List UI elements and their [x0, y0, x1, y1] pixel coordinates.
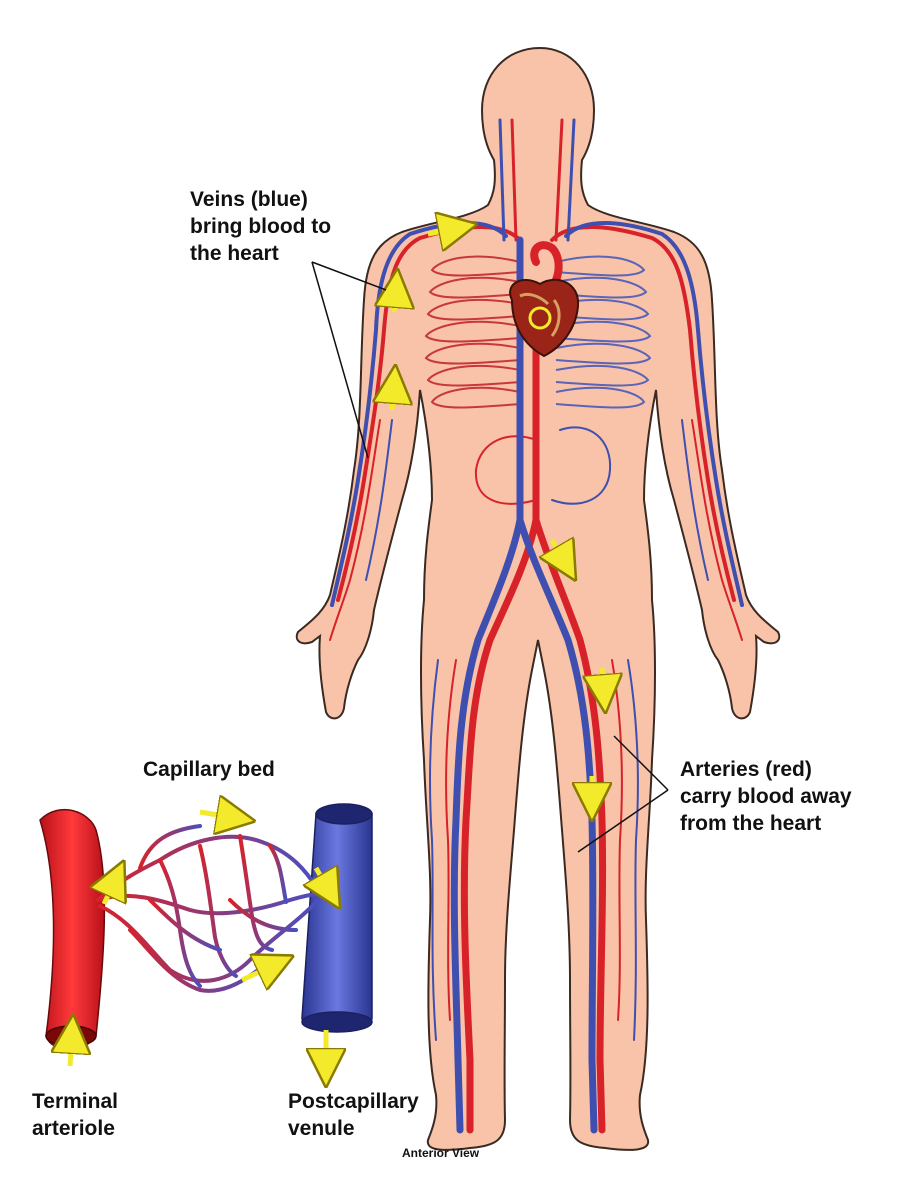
terminal-arteriole-label: Terminal arteriole — [32, 1088, 118, 1142]
arteries-leader-upper — [613, 735, 669, 791]
venule-top-opening — [315, 803, 373, 825]
capillary-network — [96, 824, 320, 993]
veins — [330, 118, 744, 1134]
heart-shape — [509, 278, 580, 358]
veins-leader-upper — [311, 261, 387, 291]
flow-arrows-body — [392, 228, 604, 802]
postcapillary-venule-line-1: Postcapillary — [288, 1090, 419, 1113]
arrow-abdomen-icon — [552, 540, 566, 564]
veins-label-line-1: Veins (blue) — [190, 188, 308, 211]
arrow-thigh-icon — [602, 667, 604, 694]
body-silhouette — [295, 46, 781, 1151]
terminal-arteriole-line-1: Terminal — [32, 1090, 118, 1113]
terminal-arteriole-vessel — [39, 808, 106, 1051]
view-caption: Anterior View — [402, 1146, 479, 1160]
arrow-arteriole-up-icon — [104, 878, 116, 906]
arrow-elbow-icon — [392, 384, 394, 411]
capillary-bed-inset — [39, 803, 373, 1068]
capillary-bed-label: Capillary bed — [143, 756, 275, 783]
arrow-venule-in-icon — [316, 868, 330, 892]
arteries-label: Arteries (red) carry blood away from the… — [680, 756, 852, 837]
view-caption-text: Anterior View — [402, 1146, 480, 1160]
arteries-label-line-1: Arteries (red) — [680, 758, 812, 781]
terminal-arteriole-line-2: arteriole — [32, 1117, 115, 1140]
veins-label-line-2: bring blood to — [190, 215, 332, 238]
postcapillary-venule-line-2: venule — [288, 1117, 355, 1140]
arteries-leader-lower — [577, 789, 669, 853]
veins-label: Veins (blue) bring blood to the heart — [190, 186, 331, 267]
heart — [509, 241, 580, 358]
arrow-capillary-bottom-icon — [240, 964, 276, 980]
postcapillary-venule-vessel — [301, 813, 373, 1030]
arteries-label-line-3: from the heart — [680, 812, 822, 835]
flow-arrows-inset — [70, 812, 330, 1068]
capillary-bed-label-text: Capillary bed — [143, 758, 275, 781]
arrow-arteriole-in-icon — [70, 1034, 72, 1067]
arrow-shoulder-icon — [427, 228, 458, 234]
veins-label-line-3: the heart — [190, 242, 279, 265]
leader-lines — [311, 261, 669, 853]
postcapillary-venule-label: Postcapillary venule — [288, 1088, 419, 1142]
arteries-label-line-2: carry blood away — [680, 785, 852, 808]
veins-leader-lower — [311, 261, 369, 459]
ribcage — [424, 255, 652, 409]
arrow-upper-arm-icon — [394, 288, 396, 313]
venule-bottom-opening — [301, 1011, 373, 1033]
human-body — [295, 46, 781, 1151]
arrow-capillary-top-icon — [199, 812, 236, 818]
